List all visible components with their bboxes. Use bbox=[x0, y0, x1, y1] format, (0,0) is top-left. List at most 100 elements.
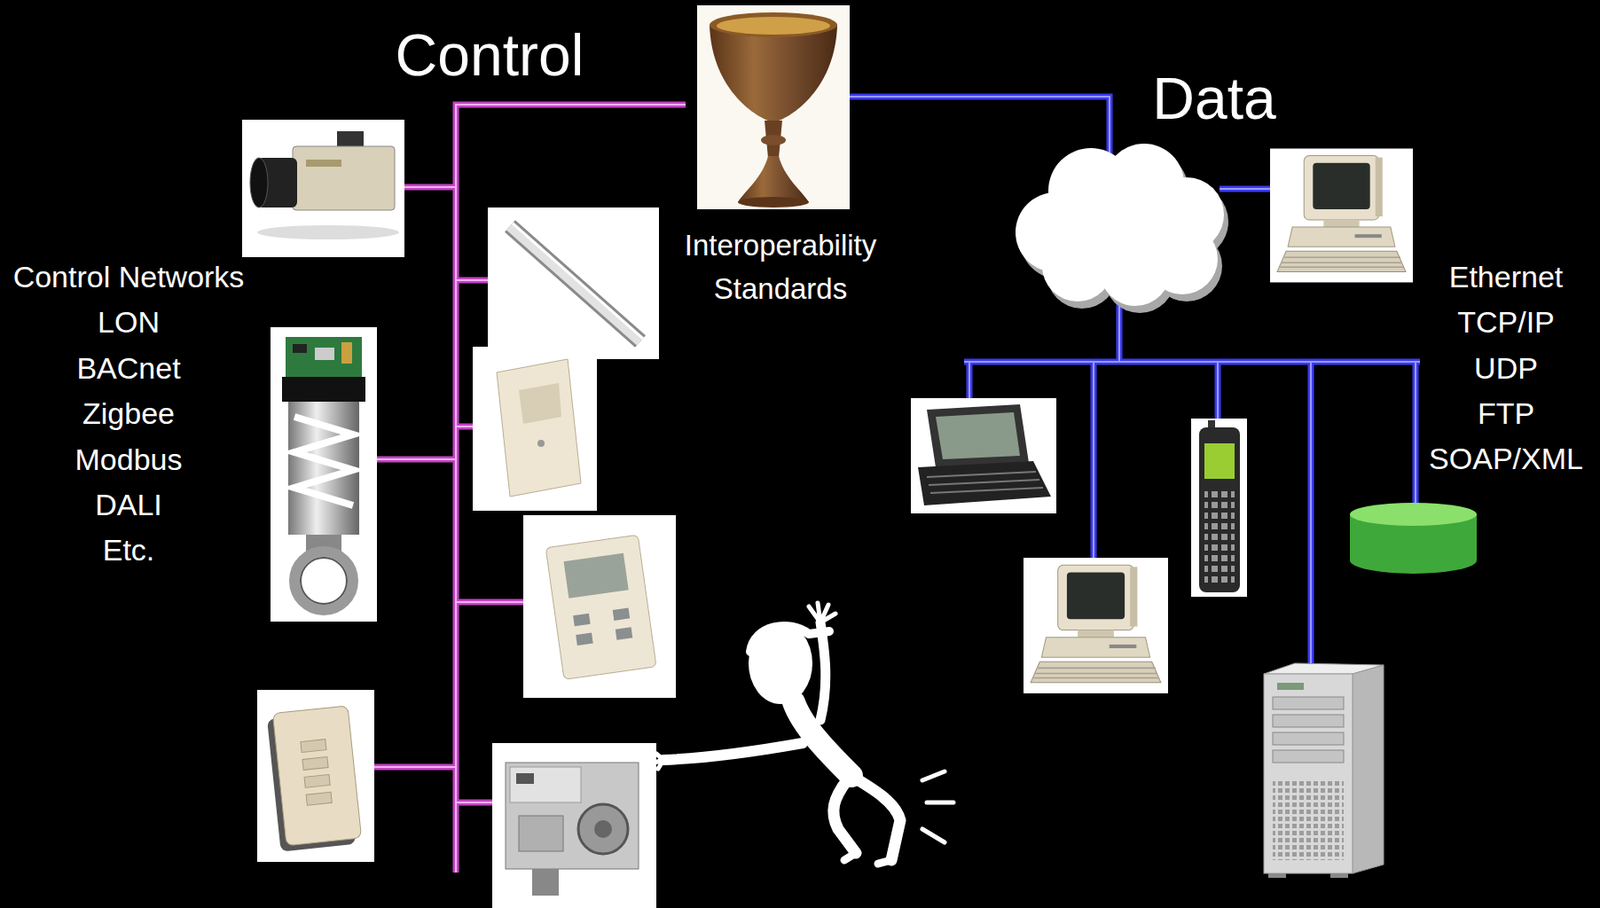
thermostat bbox=[523, 515, 676, 699]
damper-actuator bbox=[532, 869, 559, 896]
valve-actuator bbox=[288, 401, 360, 535]
server-tower bbox=[1352, 665, 1384, 874]
ballast-icon bbox=[509, 226, 641, 342]
database-cylinder bbox=[1349, 502, 1477, 526]
wall-switch bbox=[304, 774, 330, 788]
chalice-icon bbox=[737, 156, 809, 203]
valve-actuator bbox=[270, 327, 377, 622]
damper-actuator bbox=[518, 815, 564, 852]
thermostat bbox=[545, 534, 657, 680]
valve-actuator bbox=[341, 342, 353, 364]
handheld-pc bbox=[910, 398, 1057, 514]
handheld-pc bbox=[926, 404, 1029, 468]
data-network bbox=[1092, 361, 1095, 558]
mobile-phone bbox=[1191, 418, 1248, 597]
network-cloud bbox=[1015, 143, 1229, 314]
occupancy-sensor bbox=[472, 346, 597, 511]
data-network bbox=[1118, 301, 1121, 362]
data-network bbox=[1219, 188, 1271, 190]
server-tower bbox=[1272, 780, 1344, 861]
chalice-icon bbox=[716, 16, 831, 35]
protocol-name: LON bbox=[97, 305, 160, 340]
camera-icon bbox=[250, 157, 268, 208]
protocol-name: Etc. bbox=[102, 533, 156, 568]
data-network bbox=[1090, 361, 1098, 558]
valve-actuator bbox=[294, 416, 353, 506]
ballast-icon bbox=[509, 226, 641, 342]
damper-actuator bbox=[509, 767, 581, 803]
chalice-icon bbox=[697, 5, 850, 210]
stick-figure bbox=[878, 860, 892, 864]
wall-switch bbox=[266, 705, 362, 853]
thermostat bbox=[523, 515, 676, 699]
stick-figure bbox=[654, 753, 664, 769]
data-network bbox=[1412, 361, 1420, 510]
server-tower bbox=[1272, 750, 1344, 763]
data-network bbox=[1216, 361, 1219, 419]
server-tower bbox=[1272, 714, 1344, 728]
protocol-name: UDP bbox=[1474, 351, 1538, 386]
data-network bbox=[849, 96, 1110, 160]
camera-icon bbox=[305, 159, 342, 167]
thermostat bbox=[545, 534, 657, 680]
thermostat bbox=[612, 607, 630, 620]
damper-actuator bbox=[505, 762, 639, 870]
stick-figure bbox=[844, 853, 856, 861]
protocol-name: DALI bbox=[94, 487, 163, 523]
handheld-pc bbox=[935, 412, 1020, 460]
stick-figure bbox=[833, 780, 856, 854]
data-network bbox=[1215, 361, 1222, 419]
occupancy-sensor bbox=[472, 346, 597, 511]
standards-node: Interoperability Standards bbox=[656, 5, 905, 321]
section-heading: Data bbox=[1152, 65, 1276, 134]
stick-figure bbox=[820, 622, 826, 721]
stick-figure bbox=[922, 771, 954, 843]
data-network bbox=[1308, 361, 1315, 664]
thermostat bbox=[564, 553, 629, 599]
chalice-icon bbox=[760, 134, 786, 146]
wall-switch bbox=[272, 705, 361, 847]
network-cloud bbox=[1015, 143, 1224, 306]
valve-actuator bbox=[285, 337, 362, 380]
damper-actuator bbox=[594, 820, 612, 839]
valve-actuator bbox=[300, 557, 347, 604]
valve-actuator bbox=[294, 551, 353, 611]
control-bus bbox=[367, 766, 456, 769]
wall-switch bbox=[257, 690, 375, 863]
mobile-phone bbox=[1199, 427, 1240, 593]
occupancy-sensor bbox=[496, 359, 581, 497]
protocol-name: FTP bbox=[1477, 396, 1535, 432]
valve-actuator bbox=[282, 376, 366, 402]
mobile-phone bbox=[1191, 418, 1248, 597]
section-heading: Control bbox=[395, 22, 585, 90]
mobile-phone bbox=[1204, 487, 1235, 584]
server-tower bbox=[1268, 873, 1287, 879]
data-network bbox=[968, 361, 971, 399]
server-tower bbox=[1263, 663, 1384, 879]
damper-actuator bbox=[516, 773, 534, 785]
control-bus bbox=[367, 764, 456, 771]
data-network bbox=[964, 359, 1420, 366]
network-cloud bbox=[1066, 175, 1173, 283]
handheld-pc bbox=[910, 398, 1057, 514]
server-tower bbox=[1330, 873, 1349, 879]
wall-switch bbox=[257, 690, 375, 863]
valve-actuator bbox=[270, 327, 377, 622]
wall-switch bbox=[302, 757, 329, 771]
damper-actuator bbox=[492, 743, 657, 908]
ballast-icon bbox=[487, 207, 659, 360]
stick-figure bbox=[654, 603, 954, 864]
database-cylinder bbox=[1349, 502, 1477, 574]
mobile-phone bbox=[1204, 443, 1235, 479]
ballast-icon bbox=[512, 223, 644, 339]
data-network bbox=[1309, 361, 1312, 664]
chalice-icon bbox=[737, 196, 809, 208]
damper-actuator bbox=[492, 743, 657, 908]
desktop-computer bbox=[1023, 557, 1169, 694]
valve-actuator bbox=[292, 344, 307, 353]
handheld-pc bbox=[926, 471, 1044, 494]
handheld-pc bbox=[917, 461, 1051, 506]
protocol-name: BACnet bbox=[76, 351, 181, 386]
